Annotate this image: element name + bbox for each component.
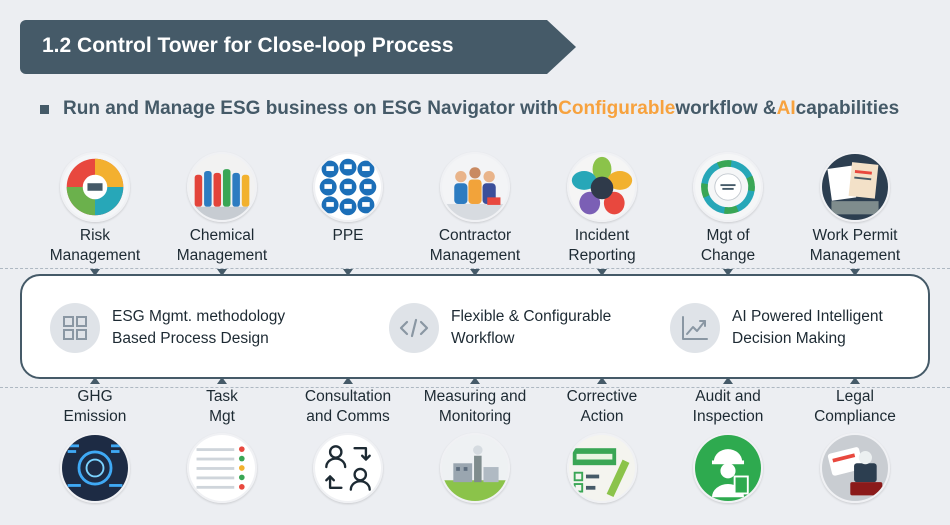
module-label: Consultation: [304, 388, 392, 405]
arrow-down-icon: [850, 269, 860, 276]
subtitle-accent-1: Configurable: [558, 98, 676, 119]
change-management-cycle-icon: [693, 152, 763, 222]
module-label: Corrective: [566, 388, 638, 405]
arrow-down-icon: [597, 269, 607, 276]
module-label: Chemical: [189, 227, 255, 244]
compliance-stamp-icon: [820, 433, 890, 503]
arrow-up-icon: [470, 377, 480, 384]
bullet-square-icon: [40, 104, 49, 114]
arrow-up-icon: [217, 377, 227, 384]
work-permit-documents-icon: [820, 152, 890, 222]
title-banner: [20, 20, 576, 74]
module-label: Change: [700, 247, 756, 264]
arrow-down-icon: [343, 269, 353, 276]
module-label: Action: [580, 408, 624, 425]
module-label: Inspection: [692, 408, 764, 425]
feature-ai-decision-making: AI Powered Intelligent Decision Making: [670, 303, 883, 353]
module-legal-compliance[interactable]: Legal Compliance: [790, 377, 920, 503]
feature-text: Workflow: [451, 330, 515, 347]
arrow-down-icon: [90, 269, 100, 276]
module-label: Management: [809, 247, 901, 264]
arrow-up-icon: [850, 377, 860, 384]
action-checklist-icon: [567, 433, 637, 503]
module-label: Contractor: [438, 227, 512, 244]
factory-monitoring-icon: [440, 433, 510, 503]
module-mgt-of-change[interactable]: Mgt of Change: [663, 152, 793, 276]
chemical-bottles-icon: [187, 152, 257, 222]
module-label: Compliance: [814, 408, 896, 425]
module-label: Task: [206, 388, 238, 405]
feature-configurable-workflow: Flexible & Configurable Workflow: [389, 303, 611, 353]
module-label: Audit and: [695, 388, 761, 405]
chart-trend-icon: [670, 303, 720, 353]
subtitle-accent-2: AI: [776, 98, 796, 119]
feature-text: AI Powered Intelligent: [732, 308, 883, 325]
feature-text: Based Process Design: [112, 330, 269, 347]
incident-reporting-flower-icon: [567, 152, 637, 222]
module-label: Work Permit: [812, 227, 898, 244]
module-risk-management[interactable]: Risk Management: [30, 152, 160, 276]
module-label: Legal: [836, 388, 874, 405]
module-contractor-management[interactable]: Contractor Management: [410, 152, 540, 276]
module-corrective-action[interactable]: Corrective Action: [537, 377, 667, 503]
arrow-down-icon: [217, 269, 227, 276]
module-label: Mgt of: [706, 227, 750, 244]
module-label: Measuring and: [423, 388, 527, 405]
risk-management-wheel-icon: [60, 152, 130, 222]
inspector-clipboard-icon: [693, 433, 763, 503]
subtitle-text-2: workflow &: [675, 98, 777, 119]
arrow-up-icon: [343, 377, 353, 384]
module-label: Management: [176, 247, 268, 264]
bottom-dashed-connector-line: [0, 387, 950, 388]
module-label: Reporting: [568, 247, 636, 264]
module-label: GHG: [77, 388, 113, 405]
module-work-permit-management[interactable]: Work Permit Management: [790, 152, 920, 276]
module-label: Monitoring: [438, 408, 512, 425]
feature-text: Flexible & Configurable: [451, 308, 612, 325]
module-incident-reporting[interactable]: Incident Reporting: [537, 152, 667, 276]
feature-text: ESG Mgmt. methodology: [112, 308, 286, 325]
module-task-mgt[interactable]: Task Mgt: [157, 377, 287, 503]
grid-icon: [50, 303, 100, 353]
task-list-icon: [187, 433, 257, 503]
ghg-dashboard-icon: [60, 433, 130, 503]
code-icon: [389, 303, 439, 353]
arrow-down-icon: [723, 269, 733, 276]
subtitle-text-1: Run and Manage ESG business on ESG Navig…: [63, 98, 559, 119]
page-title: 1.2 Control Tower for Close-loop Process: [42, 34, 454, 57]
arrow-up-icon: [597, 377, 607, 384]
module-label: Management: [429, 247, 521, 264]
subtitle-text-3: capabilities: [795, 98, 900, 119]
top-dashed-connector-line: [0, 268, 950, 269]
module-label: Mgt: [209, 408, 235, 425]
module-consultation-and-comms[interactable]: Consultation and Comms: [283, 377, 413, 503]
subtitle: Run and Manage ESG business on ESG Navig…: [40, 95, 899, 123]
module-label: and Comms: [306, 408, 390, 425]
module-label: PPE: [332, 227, 364, 244]
feature-text: Decision Making: [732, 330, 846, 347]
ppe-safety-signs-icon: [313, 152, 383, 222]
arrow-up-icon: [723, 377, 733, 384]
module-chemical-management[interactable]: Chemical Management: [157, 152, 287, 276]
module-label: Emission: [63, 408, 127, 425]
module-ppe[interactable]: PPE: [283, 152, 413, 276]
capabilities-panel: ESG Mgmt. methodology Based Process Desi…: [20, 274, 930, 379]
consultation-people-icon: [313, 433, 383, 503]
contractor-workers-icon: [440, 152, 510, 222]
arrow-down-icon: [470, 269, 480, 276]
module-label: Risk: [79, 227, 111, 244]
module-ghg-emission[interactable]: GHG Emission: [30, 377, 160, 503]
module-audit-and-inspection[interactable]: Audit and Inspection: [663, 377, 793, 503]
module-label: Management: [49, 247, 141, 264]
feature-process-design: ESG Mgmt. methodology Based Process Desi…: [50, 303, 285, 353]
arrow-up-icon: [90, 377, 100, 384]
module-measuring-and-monitoring[interactable]: Measuring and Monitoring: [410, 377, 540, 503]
module-label: Incident: [574, 227, 630, 244]
